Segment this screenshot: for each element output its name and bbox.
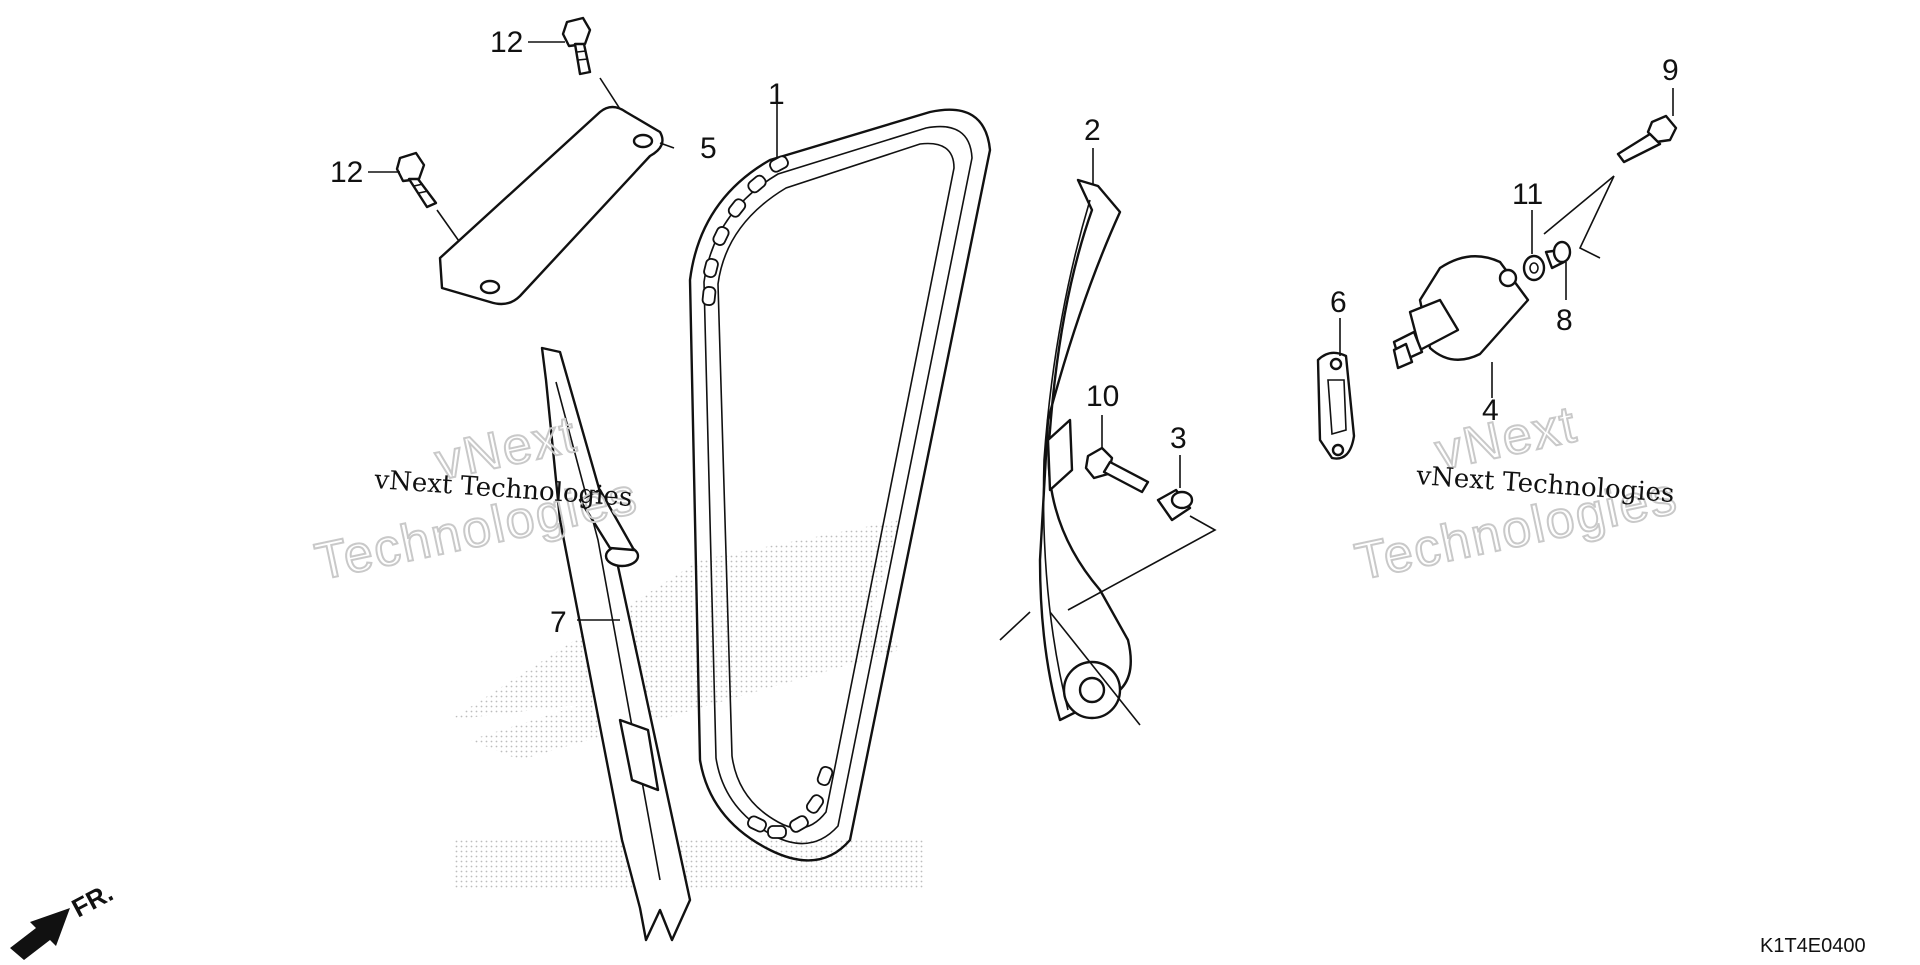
- cam-chain: [688, 108, 992, 862]
- background-logo-watermark: [450, 520, 925, 890]
- callout-5: 5: [700, 132, 717, 165]
- callout-7: 7: [550, 606, 567, 639]
- bolt-12-lower: [395, 151, 438, 209]
- callout-8: 8: [1556, 304, 1573, 337]
- front-direction-arrow-icon: [10, 908, 70, 960]
- direction-label: FR.: [67, 877, 118, 923]
- collar-3: [1156, 488, 1194, 522]
- callout-10: 10: [1086, 380, 1119, 413]
- washer-11: [1522, 254, 1546, 282]
- chain-guide-bracket: [438, 105, 664, 306]
- callout-12-upper: 12: [490, 26, 523, 59]
- callout-11: 11: [1512, 178, 1543, 211]
- bolt-9: [1616, 114, 1678, 164]
- callout-4: 4: [1482, 394, 1499, 427]
- diagram-code: K1T4E0400: [1760, 935, 1866, 957]
- cam-chain-guide: [540, 346, 692, 942]
- callout-2: 2: [1084, 114, 1101, 147]
- bolt-10: [1084, 446, 1150, 494]
- callout-12-lower: 12: [330, 156, 363, 189]
- bolt-12-upper: [561, 16, 592, 76]
- callout-9: 9: [1662, 54, 1679, 87]
- tensioner-gasket: [1316, 351, 1356, 460]
- screw-8: [1544, 240, 1572, 270]
- cam-chain-tensioner-lifter: [1392, 255, 1530, 370]
- callout-3: 3: [1170, 422, 1187, 455]
- callout-1: 1: [768, 78, 785, 111]
- watermark-right: vNext Technologies vNext Technologies: [1349, 394, 1683, 592]
- cam-chain-tensioner-arm: [1038, 178, 1132, 722]
- callout-6: 6: [1330, 286, 1347, 319]
